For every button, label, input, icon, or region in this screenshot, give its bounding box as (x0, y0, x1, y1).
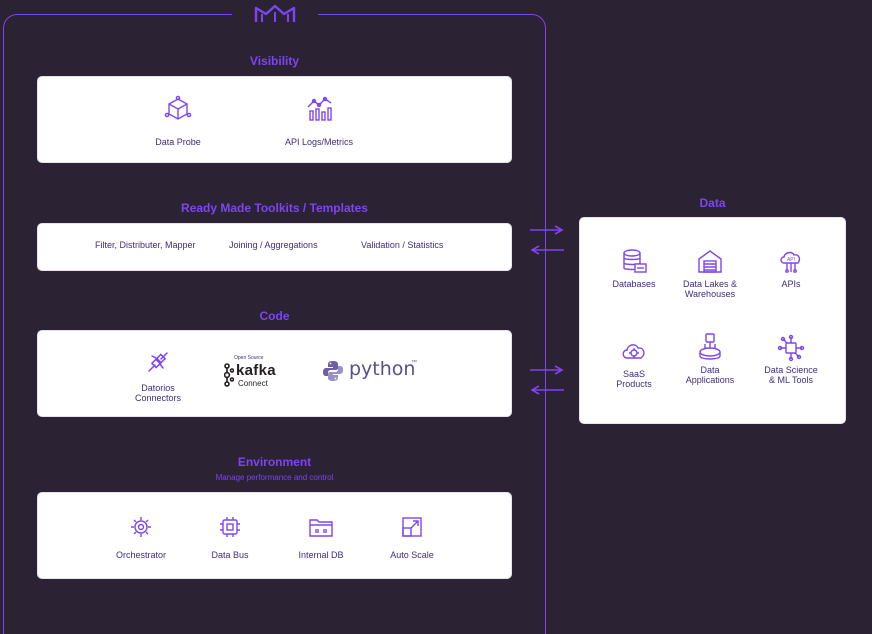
environment-card: Orchestrator Data Bus Internal DB Auto S… (38, 493, 511, 578)
data-apis-line1: APIs (781, 279, 801, 289)
toolkits-card: Filter, Distributer, Mapper Joining / Ag… (38, 224, 511, 270)
data-title: Data (699, 196, 726, 210)
internal-db-item: Internal DB (271, 515, 371, 560)
data-bus-chip-icon (220, 517, 240, 537)
kafka-connect-logo: Open Source kafka Connect (224, 355, 294, 389)
orchestrator-gear-icon (131, 517, 151, 537)
code-card: Datorios Connectors Open Source kafka Co… (38, 331, 511, 416)
python-trademark: ™ (411, 360, 417, 366)
environment-title: Environment (237, 455, 312, 469)
orchestrator-item: Orchestrator (91, 515, 191, 560)
data-bus-label: Data Bus (211, 550, 249, 560)
connector-plug-icon (148, 352, 168, 372)
internal-db-label: Internal DB (298, 550, 344, 560)
database-icon (623, 249, 647, 273)
data-applications-item: Data Applications (670, 332, 750, 385)
datorios-connectors-line1: Datorios (141, 383, 175, 393)
python-wordmark: python (349, 358, 416, 380)
auto-scale-label: Auto Scale (390, 550, 434, 560)
api-icon-text: API (787, 257, 795, 263)
internal-db-folder-icon (309, 519, 333, 537)
data-card: Databases Data Lakes & Warehouses API AP… (580, 218, 845, 423)
python-icon (323, 361, 343, 381)
auto-scale-item: Auto Scale (362, 515, 462, 560)
data-applications-line2: Applications (685, 375, 735, 385)
sync-arrows-top-icon (530, 225, 564, 255)
kafka-icon (224, 363, 234, 387)
data-databases-line1: Databases (612, 279, 656, 289)
api-cloud-icon: API (780, 251, 801, 273)
datorios-logo-icon (254, 4, 296, 22)
toolkit-joining: Joining / Aggregations (229, 240, 318, 250)
datorios-connectors-line2: Connectors (134, 393, 182, 403)
data-lakes-line1: Data Lakes & (682, 279, 738, 289)
orchestrator-label: Orchestrator (115, 550, 166, 560)
data-bus-item: Data Bus (180, 515, 280, 560)
data-saas-line1: SaaS (622, 369, 646, 379)
data-app-icon (699, 333, 721, 360)
data-lakes-item: Data Lakes & Warehouses (670, 248, 750, 299)
toolkits-title: Ready Made Toolkits / Templates (181, 201, 368, 215)
data-probe-item: Data Probe (123, 95, 233, 147)
auto-scale-icon (402, 517, 422, 537)
warehouse-icon (698, 250, 722, 273)
data-science-line2: & ML Tools (768, 375, 814, 385)
toolkit-validation: Validation / Statistics (361, 240, 444, 250)
saas-cloud-icon (622, 344, 645, 359)
data-probe-icon (164, 95, 192, 120)
kafka-connect-sub: Connect (238, 379, 268, 388)
data-saas-item: SaaS Products (594, 338, 674, 389)
visibility-title: Visibility (249, 54, 300, 68)
ml-chip-icon (777, 334, 805, 362)
toolkit-filter: Filter, Distributer, Mapper (95, 240, 196, 250)
kafka-wordmark: kafka (236, 362, 276, 379)
datorios-connectors-item: Datorios Connectors (118, 347, 198, 403)
environment-subtitle: Manage performance and control (215, 473, 334, 482)
data-databases-item: Databases (594, 248, 674, 289)
data-lakes-line2: Warehouses (684, 289, 736, 299)
data-applications-line1: Data (700, 365, 720, 375)
code-title: Code (259, 309, 290, 323)
metrics-chart-icon (307, 96, 332, 121)
sync-arrows-bottom-icon (530, 365, 564, 395)
data-science-item: Data Science & ML Tools (751, 334, 831, 385)
data-apis-item: API APIs (751, 248, 831, 289)
api-logs-item: API Logs/Metrics (264, 95, 374, 147)
api-logs-label: API Logs/Metrics (284, 137, 354, 147)
data-saas-line2: Products (616, 379, 652, 389)
kafka-open-source-badge: Open Source (234, 355, 264, 361)
data-science-line1: Data Science (764, 365, 818, 375)
data-probe-label: Data Probe (155, 137, 201, 147)
visibility-card: Data Probe API Logs/Metrics (38, 77, 511, 162)
